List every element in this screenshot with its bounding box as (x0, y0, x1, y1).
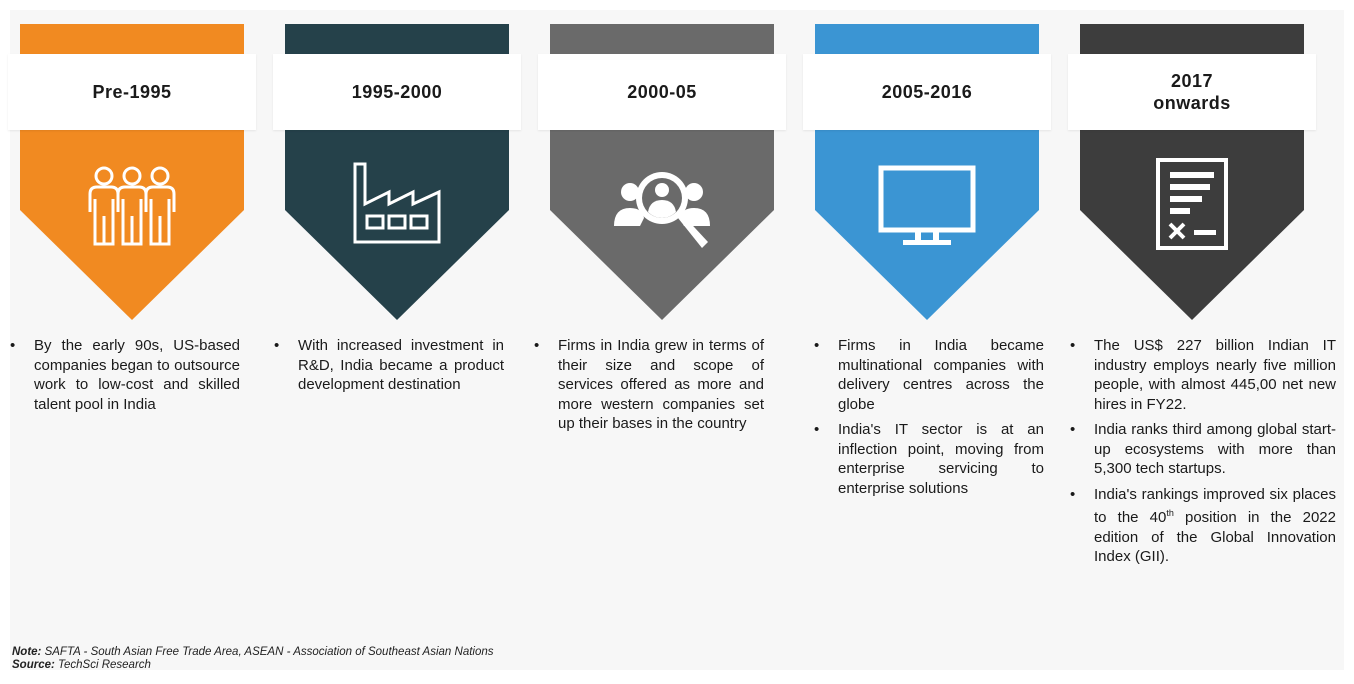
stage-pre-1995: Pre-1995 (8, 24, 256, 320)
monitor-icon (878, 165, 976, 245)
stage-1995-2000: 1995-2000 (273, 24, 521, 320)
stage-description: Firms in India grew in terms of their si… (532, 336, 764, 440)
note-label: Note: (12, 646, 42, 658)
ordinal-suffix: th (1166, 508, 1174, 518)
stage-period-label: 2000-05 (538, 54, 786, 130)
people-group-icon (88, 166, 176, 246)
stage-description: With increased investment in R&D, India … (272, 336, 504, 401)
stage-period-line2: onwards (1153, 93, 1231, 113)
bullet-item: The US$ 227 billion Indian IT industry e… (1068, 336, 1336, 414)
source-text: TechSci Research (54, 659, 151, 671)
bullet-item: With increased investment in R&D, India … (272, 336, 504, 395)
bullet-item: India's rankings improved six places to … (1068, 485, 1336, 567)
bullet-item: Firms in India grew in terms of their si… (532, 336, 764, 434)
note-text: SAFTA - South Asian Free Trade Area, ASE… (41, 646, 494, 658)
bullet-item: Firms in India became multinational comp… (812, 336, 1044, 414)
stage-period-label: Pre-1995 (8, 54, 256, 130)
stage-period-label: 2005-2016 (803, 54, 1051, 130)
bullet-item: By the early 90s, US-based companies beg… (8, 336, 240, 414)
bullet-item: India ranks third among global start-up … (1068, 420, 1336, 479)
bullet-text: India's rankings improved six places to … (1094, 485, 1336, 527)
source-label: Source: (12, 659, 55, 671)
document-icon (1156, 158, 1228, 250)
footnote: Note: SAFTA - South Asian Free Trade Are… (12, 646, 494, 672)
note-line: Note: SAFTA - South Asian Free Trade Are… (12, 646, 494, 659)
stage-2017-onwards: 2017 onwards (1068, 24, 1316, 320)
factory-icon (353, 162, 441, 244)
stage-period-line1: 2017 (1170, 71, 1214, 91)
stage-description: By the early 90s, US-based companies beg… (8, 336, 240, 420)
source-line: Source: TechSci Research (12, 659, 494, 672)
search-people-icon (614, 172, 710, 248)
stage-period-label: 2017 onwards (1068, 54, 1316, 130)
stage-period-label: 1995-2000 (273, 54, 521, 130)
bullet-item: India's IT sector is at an inflection po… (812, 420, 1044, 498)
stage-description: The US$ 227 billion Indian IT industry e… (1068, 336, 1336, 573)
stage-description: Firms in India became multinational comp… (812, 336, 1044, 504)
stage-2000-05: 2000-05 (538, 24, 786, 320)
stage-2005-2016: 2005-2016 (803, 24, 1051, 320)
bullet-text: position in the 2022 edition of the Glob… (1094, 509, 1336, 565)
